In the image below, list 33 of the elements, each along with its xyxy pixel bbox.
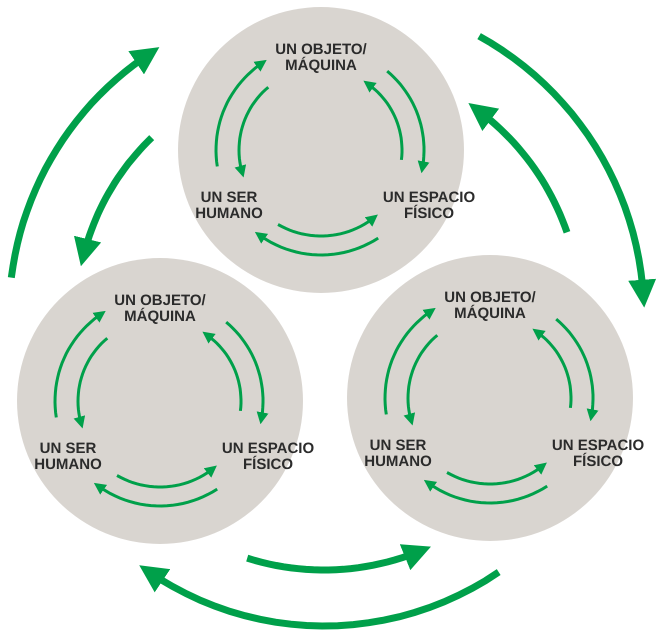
curved-arrow [532, 328, 572, 408]
curved-arrow [363, 80, 404, 160]
curved-arrow [214, 60, 267, 167]
concept-label: UN ESPACIO FÍSICO [546, 438, 650, 470]
curved-arrow [555, 318, 598, 422]
concept-label: UN ESPACIO FÍSICO [377, 190, 481, 222]
curved-arrow [94, 482, 218, 508]
curved-arrow [277, 214, 378, 238]
curved-arrow [54, 310, 106, 418]
concept-label: UN OBJETO/ MÁQUINA [271, 42, 371, 74]
curved-arrow [477, 33, 656, 308]
curved-arrow [384, 308, 436, 415]
concept-label: UN SER HUMANO [352, 438, 444, 470]
concept-label: UN OBJETO/ MÁQUINA [440, 290, 540, 322]
curved-arrow [234, 86, 270, 178]
curved-arrow [254, 232, 379, 256]
curved-arrow [446, 462, 547, 486]
concept-label: UN SER HUMANO [183, 190, 275, 222]
curved-arrow [202, 332, 242, 412]
curved-arrow [74, 337, 108, 428]
concept-label: UN SER HUMANO [22, 440, 114, 474]
curved-arrow [386, 70, 430, 174]
curved-arrow [139, 565, 501, 630]
concept-label: UN OBJETO/ MÁQUINA [110, 292, 210, 326]
concept-label: UN ESPACIO FÍSICO [216, 440, 320, 474]
curved-arrow [8, 47, 160, 278]
curved-arrow [246, 544, 431, 574]
curved-arrow [225, 320, 268, 424]
curved-arrow [404, 334, 438, 426]
curved-arrow [468, 103, 570, 234]
curved-arrow [74, 135, 154, 266]
curved-arrow [116, 466, 217, 488]
curved-arrow [424, 480, 548, 504]
